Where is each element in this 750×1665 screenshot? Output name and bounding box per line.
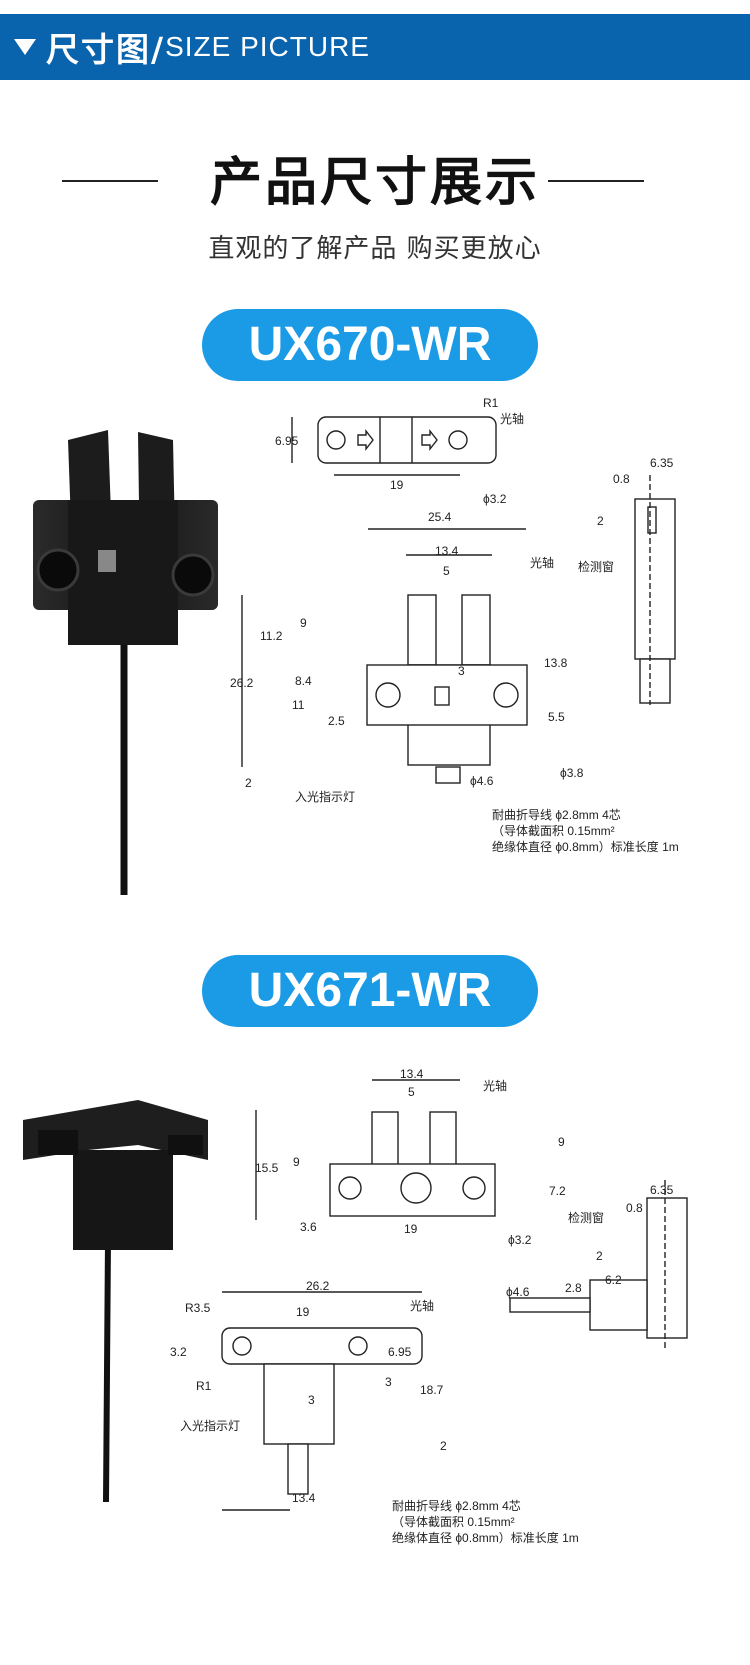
dim-label: 3 bbox=[458, 664, 465, 678]
dim-label: 11.2 bbox=[260, 629, 283, 643]
dim-label: 3 bbox=[385, 1375, 392, 1389]
dim-label: ϕ3.2 bbox=[483, 492, 507, 506]
dim-label: 26.2 bbox=[230, 676, 254, 690]
dim-label: 18.7 bbox=[420, 1383, 444, 1397]
dim-label: 9 bbox=[300, 616, 307, 630]
dim-label: 耐曲折导线 ϕ2.8mm 4芯 bbox=[492, 807, 621, 822]
dim-label: 6.95 bbox=[275, 434, 299, 448]
dim-label: 6.2 bbox=[605, 1273, 622, 1287]
dim-label: 5 bbox=[408, 1085, 415, 1099]
dim-label: 光轴 bbox=[530, 555, 554, 570]
dim-label: 3 bbox=[308, 1393, 315, 1407]
dim-label: 2 bbox=[440, 1439, 447, 1453]
dim-label: 5.5 bbox=[548, 710, 565, 724]
dim-label: 光轴 bbox=[410, 1298, 434, 1313]
product-photo bbox=[23, 1100, 208, 1503]
dim-label: R1 bbox=[196, 1379, 212, 1393]
dim-label: 13.4 bbox=[292, 1491, 316, 1505]
model-badge: UX671-WR bbox=[202, 955, 538, 1027]
dim-label: ϕ4.6 bbox=[470, 774, 494, 788]
dim-label: 入光指示灯 bbox=[295, 789, 355, 804]
dim-label: 13.4 bbox=[435, 544, 459, 558]
dim-label: 2.8 bbox=[565, 1281, 582, 1295]
dim-label: 绝缘体直径 ϕ0.8mm）标准长度 1m bbox=[492, 839, 679, 854]
dim-label: 15.5 bbox=[255, 1161, 279, 1175]
dim-label: 26.2 bbox=[306, 1279, 330, 1293]
banner-title-en: SIZE PICTURE bbox=[165, 31, 370, 62]
dim-label: 2 bbox=[245, 776, 252, 790]
dim-label: 5 bbox=[443, 564, 450, 578]
dim-label: 3.6 bbox=[300, 1220, 317, 1234]
dim-label: 13.8 bbox=[544, 656, 568, 670]
dim-label: 耐曲折导线 ϕ2.8mm 4芯 bbox=[392, 1498, 521, 1513]
triangle-down-icon bbox=[14, 39, 36, 55]
dim-label: 6.95 bbox=[388, 1345, 412, 1359]
dim-label: 光轴 bbox=[483, 1078, 507, 1093]
dim-label: ϕ4.6 bbox=[506, 1285, 530, 1299]
dim-label: 9 bbox=[558, 1135, 565, 1149]
dim-label: （导体截面积 0.15mm² bbox=[392, 1515, 515, 1529]
dim-label: 6.35 bbox=[650, 1183, 674, 1197]
dim-label: （导体截面积 0.15mm² bbox=[492, 824, 615, 838]
header-banner: 尺寸图/ SIZE PICTURE bbox=[0, 14, 750, 80]
dim-label: 2 bbox=[597, 514, 604, 528]
dim-label: 19 bbox=[390, 478, 404, 492]
dim-label: 绝缘体直径 ϕ0.8mm）标准长度 1m bbox=[392, 1530, 579, 1545]
dim-label: 0.8 bbox=[613, 472, 630, 486]
product-photo bbox=[33, 430, 218, 895]
page-subtitle: 直观的了解产品 购买更放心 bbox=[208, 234, 542, 264]
dim-label: 19 bbox=[404, 1222, 418, 1236]
dim-label: 0.8 bbox=[626, 1201, 643, 1215]
dim-label: R1 bbox=[483, 396, 499, 410]
dim-label: 13.4 bbox=[400, 1067, 424, 1081]
dim-label: 入光指示灯 bbox=[180, 1418, 240, 1433]
dim-label: 11 bbox=[292, 698, 305, 712]
banner-title-cn: 尺寸图/ bbox=[46, 30, 166, 69]
model-badge: UX670-WR bbox=[202, 309, 538, 381]
dim-label: ϕ3.2 bbox=[508, 1233, 532, 1247]
dim-label: 7.2 bbox=[549, 1184, 566, 1198]
dim-label: 2 bbox=[596, 1249, 603, 1263]
dimension-drawing: R1 光轴 6.95 19 ϕ3.2 6.35 0.8 2 检测窗 25.4 1… bbox=[230, 396, 679, 854]
page-title: 产品尺寸展示 bbox=[209, 153, 540, 213]
dim-label: 检测窗 bbox=[568, 1210, 604, 1225]
dim-label: 检测窗 bbox=[578, 559, 614, 574]
dim-label: 8.4 bbox=[295, 674, 312, 688]
dim-label: 9 bbox=[293, 1155, 300, 1169]
dim-label: ϕ3.8 bbox=[560, 766, 584, 780]
dim-label: 6.35 bbox=[650, 456, 674, 470]
dim-label: 3.2 bbox=[170, 1345, 187, 1359]
dim-label: 19 bbox=[296, 1305, 310, 1319]
dimension-drawing: 13.4 5 光轴 9 15.5 9 7.2 3.6 19 ϕ3.2 6.35 … bbox=[170, 1067, 688, 1545]
dim-label: R3.5 bbox=[185, 1301, 211, 1315]
title-divider-right bbox=[548, 180, 644, 182]
dim-label: 2.5 bbox=[328, 714, 345, 728]
dim-label: 光轴 bbox=[500, 411, 524, 426]
title-divider-left bbox=[62, 180, 158, 182]
dim-label: 25.4 bbox=[428, 510, 452, 524]
